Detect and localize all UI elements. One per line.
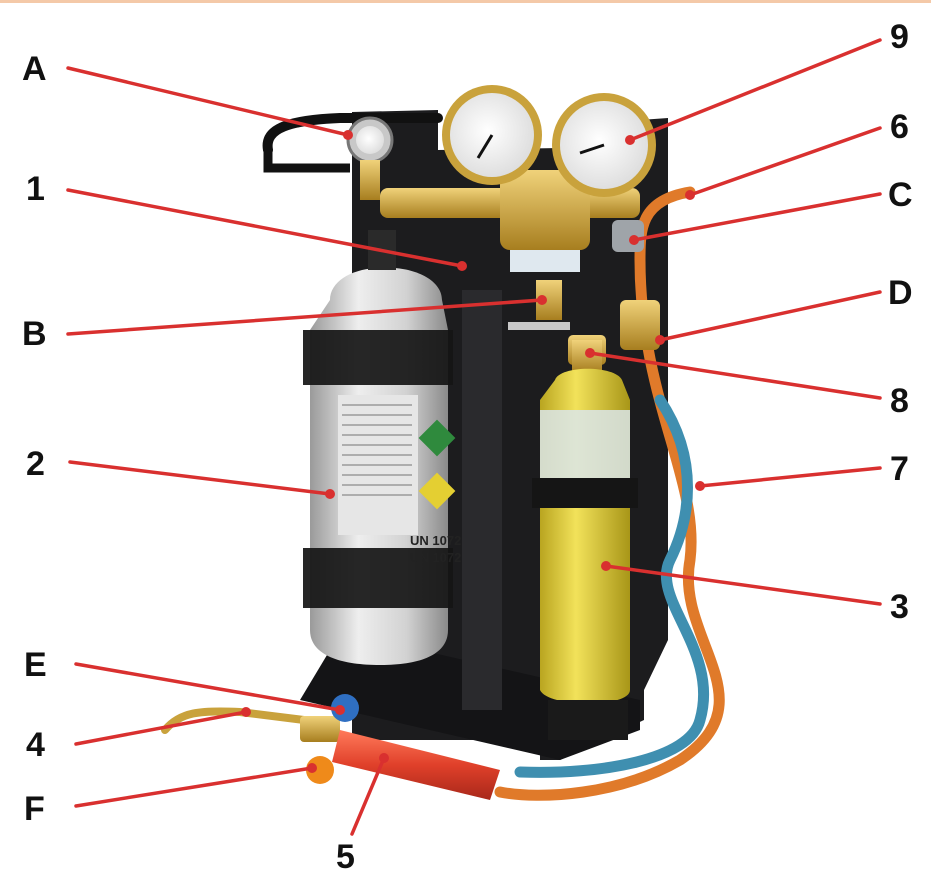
torch-orange-valve — [306, 756, 334, 784]
label-7: 7 — [890, 450, 909, 488]
leader-lines — [66, 38, 882, 836]
torch-red-handle — [332, 730, 500, 800]
leader-4 — [74, 710, 248, 746]
top-accent-bar — [0, 0, 931, 3]
label-9: 9 — [890, 18, 909, 56]
cylinder-un-upper: UN 1072 — [410, 533, 461, 548]
label-E: E — [24, 646, 47, 684]
oxygen-cylinder: UN 1072 UN 1072 — [303, 230, 461, 665]
label-B: B — [22, 315, 47, 353]
leader-B — [66, 298, 544, 336]
label-6: 6 — [890, 108, 909, 146]
label-1: 1 — [26, 170, 45, 208]
leader-1 — [66, 188, 464, 268]
regulator — [380, 170, 660, 365]
callout-labels: A 1 B 2 E 4 F 5 9 6 C D 8 7 3 — [22, 18, 913, 876]
stand-center-strap — [462, 290, 502, 710]
pressure-gauges — [442, 85, 656, 197]
cylinder-un-lower: UN 1072 — [410, 550, 461, 565]
regulator-t-handle — [508, 322, 570, 330]
label-8: 8 — [890, 382, 909, 420]
small-gauge — [346, 116, 394, 200]
label-3: 3 — [890, 588, 909, 626]
label-D: D — [888, 274, 913, 312]
label-2: 2 — [26, 445, 45, 483]
label-A: A — [22, 50, 47, 88]
torch-blue-valve — [331, 694, 359, 722]
gas-cartridge — [532, 340, 638, 740]
label-5: 5 — [336, 838, 355, 876]
leader-5 — [350, 756, 386, 836]
label-C: C — [888, 176, 913, 214]
hoses — [494, 186, 725, 801]
handle — [262, 113, 443, 155]
leader-8 — [588, 351, 882, 400]
leader-C — [632, 192, 882, 242]
leader-2 — [68, 460, 332, 496]
leader-A — [66, 66, 350, 137]
green-hazard-diamond — [418, 419, 456, 457]
leader-6 — [688, 126, 882, 197]
leader-F — [74, 766, 314, 808]
label-F: F — [24, 790, 45, 828]
yellow-hazard-diamond — [418, 472, 456, 510]
leader-9 — [628, 38, 882, 142]
leader-D — [658, 290, 882, 342]
leader-3 — [604, 564, 882, 606]
leader-E — [74, 662, 342, 712]
leader-7 — [698, 466, 882, 488]
label-4: 4 — [26, 726, 45, 764]
orange-hose — [494, 186, 725, 801]
blue-hose — [514, 394, 710, 778]
leader-endpoints — [241, 130, 705, 773]
